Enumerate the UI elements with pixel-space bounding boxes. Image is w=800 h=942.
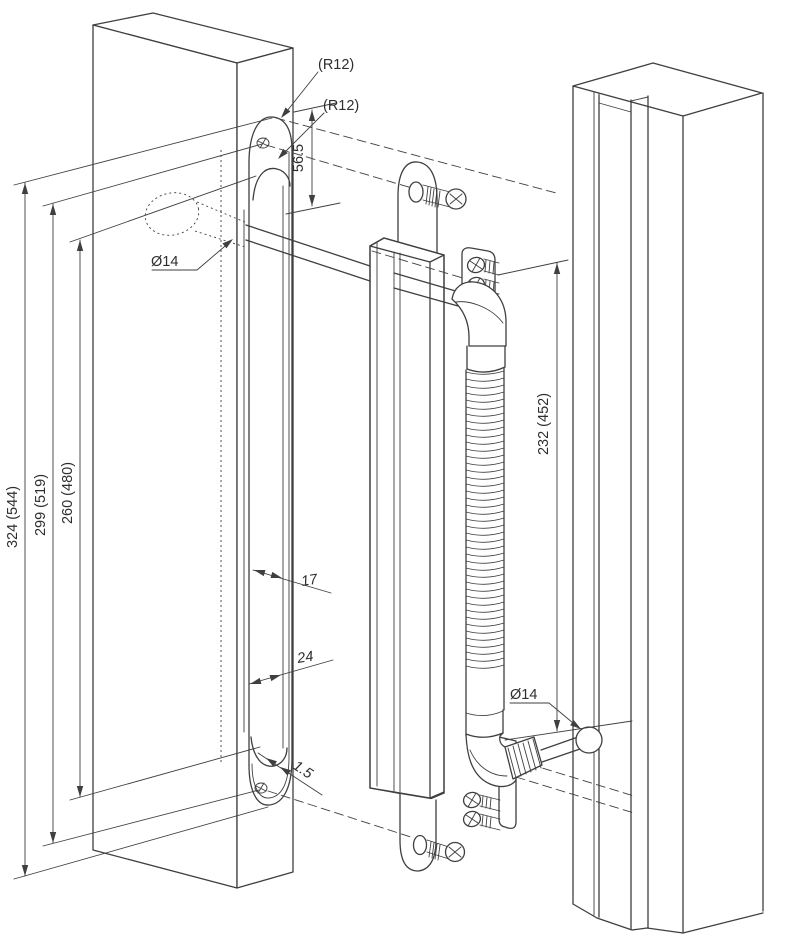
radius-label-inner: (R12) — [323, 98, 359, 114]
rod-top — [245, 224, 460, 307]
bottom-screws — [462, 791, 501, 831]
bottom-tab-bolt — [412, 834, 466, 863]
slot-top-arch — [252, 167, 291, 201]
bottom-mounting-tab — [399, 793, 437, 872]
height-slot-label: 260 (480) — [60, 462, 76, 524]
plate-thickness-label: 1.5 — [290, 758, 316, 783]
top-mounting-tab — [397, 161, 438, 258]
height-overall-label: 324 (544) — [5, 486, 21, 548]
plate-top-hole — [256, 137, 270, 149]
hidden-rod-lines — [144, 150, 248, 764]
right-post — [572, 62, 764, 934]
height-spring-label: 232 (452) — [536, 393, 552, 455]
slot-bottom-arch — [250, 736, 288, 767]
top-tab-bolt — [408, 181, 467, 210]
radius-label-outer: (R12) — [318, 57, 354, 73]
threaded-adjuster — [504, 736, 543, 780]
offset-top-label: 56.5 — [291, 144, 307, 172]
mounting-channel — [369, 161, 445, 872]
height-holes-label: 299 (519) — [33, 474, 49, 536]
left-post — [92, 12, 294, 889]
slot-width-label: 17 — [300, 571, 319, 589]
rod-diameter-bottom-label: Ø14 — [510, 687, 537, 703]
rod-end — [575, 726, 603, 754]
gate-spring-unit — [451, 247, 603, 831]
plate-bottom-hole — [254, 782, 268, 794]
plate-width-label: 24 — [295, 649, 314, 667]
dimension-lines — [13, 71, 633, 880]
mounting-plate — [243, 116, 293, 806]
alignment-dashes — [265, 117, 635, 839]
rod-diameter-top-label: Ø14 — [151, 254, 178, 270]
upper-elbow — [451, 281, 507, 347]
coil-spring — [465, 367, 505, 713]
rod-bottom — [540, 736, 581, 763]
